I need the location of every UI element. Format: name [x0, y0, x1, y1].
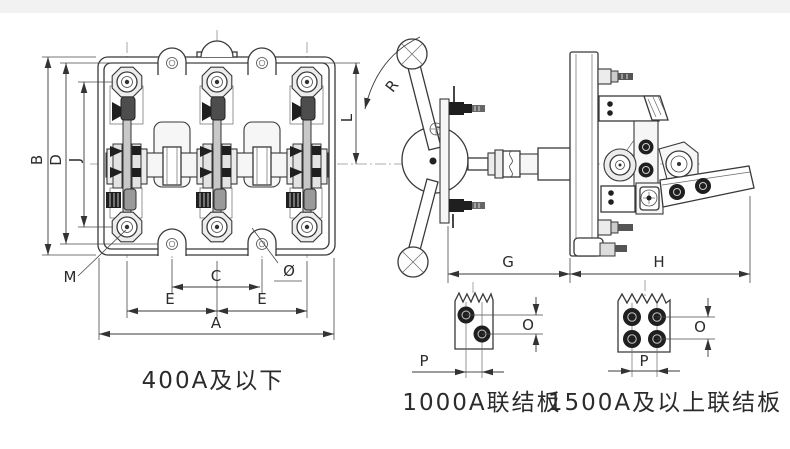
- plate-1000a-detail: O P: [412, 282, 543, 378]
- dim-label-o-1500: O: [694, 318, 706, 336]
- dim-label-e-left: E: [165, 290, 174, 308]
- dim-label-o-1000: O: [522, 316, 534, 334]
- side-view: [396, 38, 755, 278]
- shaft-coupler: [252, 146, 272, 186]
- mounting-bracket: [439, 86, 485, 228]
- mounting-ear: [247, 47, 277, 76]
- operating-handle: [396, 38, 469, 278]
- panel-plate: [569, 51, 604, 257]
- dim-label-b: B: [28, 155, 46, 165]
- dim-label-h: H: [653, 253, 664, 271]
- scan-edge-band: [0, 0, 790, 13]
- top-lug: [200, 40, 234, 58]
- drive-rod: [467, 147, 572, 181]
- plate-bolt: [623, 330, 641, 348]
- caption-1500a-plate: 1500A及以上联结板: [548, 390, 782, 416]
- dim-label-g: G: [502, 253, 514, 271]
- dim-label-a: A: [211, 314, 222, 332]
- contact-assembly: [597, 68, 755, 257]
- mounting-ear: [157, 228, 187, 257]
- front-view-dimensions: B D J C E E A M Ø: [28, 56, 335, 340]
- dim-label-p-1500: P: [639, 352, 648, 370]
- dim-label-diameter: Ø: [283, 262, 295, 280]
- plate-bolt: [623, 308, 641, 326]
- front-view: [60, 40, 360, 257]
- caption-1000a-plate: 1000A联结板: [402, 390, 561, 416]
- caption-400a: 400A及以下: [142, 368, 285, 394]
- dim-label-c: C: [211, 267, 221, 285]
- shaft-coupler: [162, 146, 182, 186]
- mounting-ear: [157, 47, 187, 76]
- dim-label-d: D: [47, 154, 65, 166]
- captions: 400A及以下 1000A联结板 1500A及以上联结板: [142, 368, 782, 416]
- mounting-ear: [247, 228, 277, 257]
- plate-1500a-detail: O P: [608, 280, 715, 377]
- dim-label-e-right: E: [257, 290, 266, 308]
- dim-label-p-1000: P: [419, 352, 428, 370]
- dim-label-l: L: [338, 113, 356, 122]
- dim-label-m: M: [64, 268, 77, 286]
- dim-label-j: J: [66, 158, 84, 163]
